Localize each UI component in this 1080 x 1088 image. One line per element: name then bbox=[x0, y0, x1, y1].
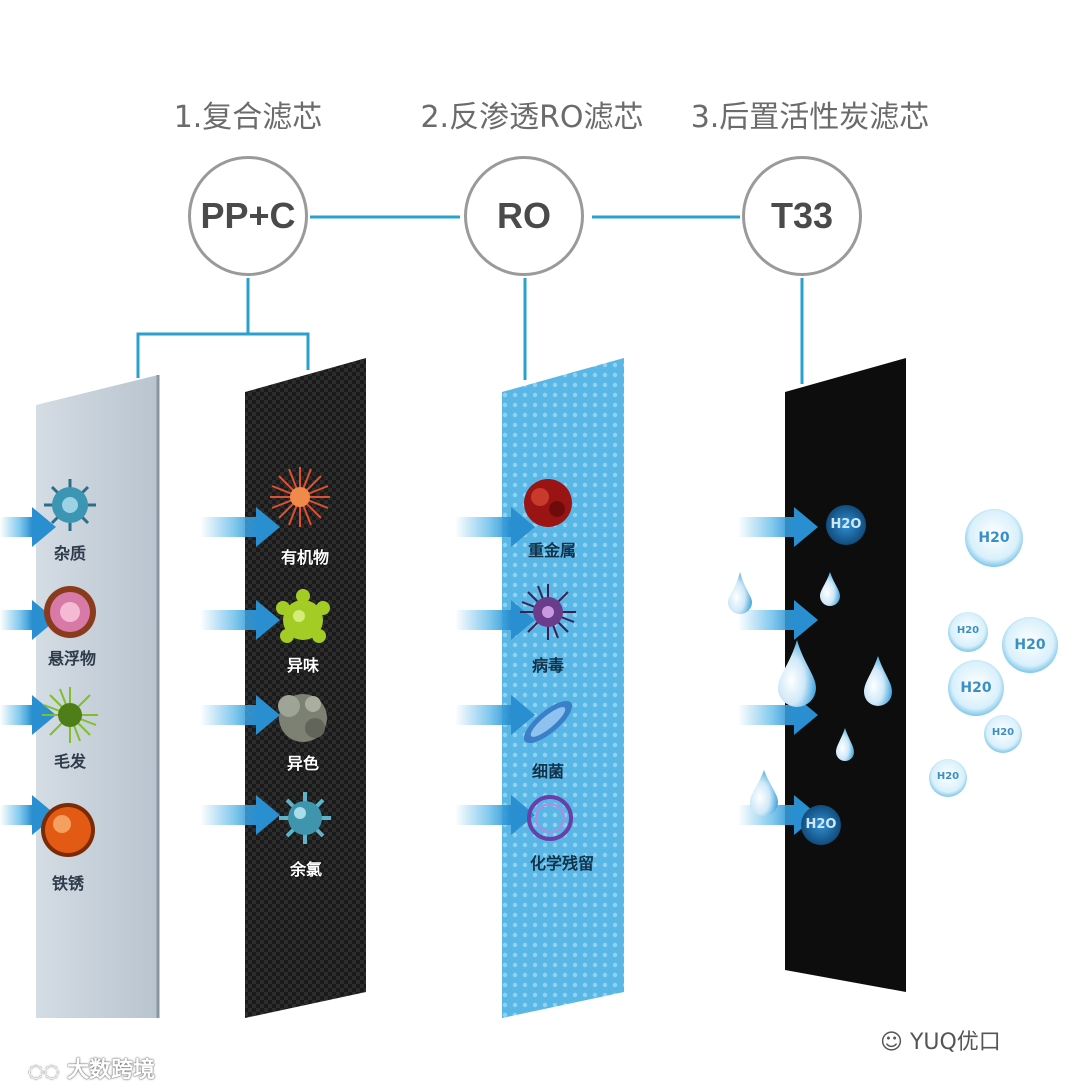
arrow-c-2 bbox=[200, 600, 280, 640]
arrow-t-1 bbox=[738, 507, 818, 547]
water-drop-icon bbox=[728, 572, 752, 614]
h2o-bubble-label: H20 bbox=[978, 530, 1010, 546]
water-drops bbox=[728, 572, 892, 816]
chemical-residue-icon bbox=[527, 795, 573, 841]
heavy-metal-icon bbox=[524, 479, 572, 527]
water-drop-icon bbox=[836, 728, 854, 761]
water-drop-icon bbox=[778, 640, 816, 707]
hair-icon bbox=[42, 687, 98, 743]
h2o-bubble-icon bbox=[984, 715, 1022, 753]
h2o-molecule-icon bbox=[826, 505, 866, 545]
odor-icon bbox=[276, 589, 330, 643]
stage-title-composite: 1.复合滤芯 bbox=[173, 100, 323, 135]
arrow-pp-2 bbox=[0, 600, 56, 640]
pp-filter-panel bbox=[36, 375, 158, 1018]
arrow-t-2 bbox=[738, 600, 818, 640]
label-organic-matter: 有机物 bbox=[280, 548, 330, 567]
arrow-c-1 bbox=[200, 507, 280, 547]
watermark-left: ◌◌ 大数跨境 bbox=[28, 1058, 156, 1083]
h2o-bubbles bbox=[801, 505, 1058, 845]
watermark-right: ☺ YUQ优口 bbox=[880, 1030, 1001, 1055]
h2o-bubble-icon bbox=[948, 660, 1004, 716]
label-bacteria: 细菌 bbox=[531, 762, 565, 781]
h2o-bubble-icon bbox=[1002, 617, 1058, 673]
node-ro: RO bbox=[464, 156, 584, 276]
virus-icon bbox=[520, 584, 576, 640]
label-virus: 病毒 bbox=[531, 656, 565, 675]
arrow-c-4 bbox=[200, 795, 280, 835]
h2o-molecule-icon bbox=[801, 805, 841, 845]
residual-chlorine-icon bbox=[279, 792, 331, 844]
organic-matter-icon bbox=[270, 467, 330, 527]
arrow-ro-2 bbox=[455, 600, 535, 640]
node-pp-c: PP+C bbox=[188, 156, 308, 276]
h2o-bubble-label: H20 bbox=[956, 625, 980, 636]
node-t33: T33 bbox=[742, 156, 862, 276]
arrow-c-3 bbox=[200, 695, 280, 735]
ro-filter-panel bbox=[502, 358, 624, 1018]
watermark-logo-icon: ◌◌ bbox=[28, 1061, 60, 1082]
h2o-bubble-icon bbox=[929, 759, 967, 797]
label-hair: 毛发 bbox=[53, 752, 87, 771]
arrow-ro-3 bbox=[455, 695, 535, 735]
arrow-ro-1 bbox=[455, 507, 535, 547]
bacteria-icon bbox=[523, 700, 573, 744]
label-heavy-metal: 重金属 bbox=[527, 541, 577, 560]
impurity-icon bbox=[44, 479, 96, 531]
connector-pp-left bbox=[136, 278, 250, 378]
arrow-pp-1 bbox=[0, 507, 56, 547]
label-suspended-matter: 悬浮物 bbox=[47, 649, 97, 668]
label-discoloration: 异色 bbox=[286, 754, 320, 773]
label-residual-chlorine: 余氯 bbox=[289, 860, 323, 879]
arrow-ro-4 bbox=[455, 795, 535, 835]
water-drop-icon bbox=[750, 770, 778, 816]
label-impurity: 杂质 bbox=[53, 544, 87, 563]
water-drop-icon bbox=[864, 656, 892, 706]
h2o-bubble-label: H20 bbox=[936, 771, 960, 782]
stage-title-carbon: 3.后置活性炭滤芯 bbox=[690, 100, 930, 135]
label-odor: 异味 bbox=[286, 656, 320, 675]
h2o-bubble-label: H20 bbox=[991, 727, 1015, 738]
flow-arrows bbox=[0, 507, 818, 835]
h2o-molecule-label: H2O bbox=[830, 517, 862, 532]
h2o-bubble-label: H20 bbox=[1014, 637, 1046, 653]
connector-pp-right bbox=[248, 332, 310, 370]
h2o-bubble-label: H20 bbox=[960, 680, 992, 696]
wechat-icon: ☺ bbox=[880, 1030, 903, 1055]
discoloration-icon bbox=[278, 694, 327, 742]
label-rust: 铁锈 bbox=[51, 874, 85, 893]
h2o-bubble-icon bbox=[948, 612, 988, 652]
rust-icon bbox=[41, 803, 95, 857]
water-drop-icon bbox=[820, 572, 840, 606]
suspended-matter-icon bbox=[44, 586, 96, 638]
h2o-molecule-label: H2O bbox=[805, 817, 837, 832]
label-chemical-residue: 化学残留 bbox=[529, 854, 595, 873]
stage-title-ro: 2.反渗透RO滤芯 bbox=[420, 100, 644, 135]
h2o-bubble-icon bbox=[965, 509, 1023, 567]
carbon-filter-panel bbox=[245, 358, 366, 1018]
connectors bbox=[136, 215, 804, 384]
arrow-pp-4 bbox=[0, 795, 56, 835]
